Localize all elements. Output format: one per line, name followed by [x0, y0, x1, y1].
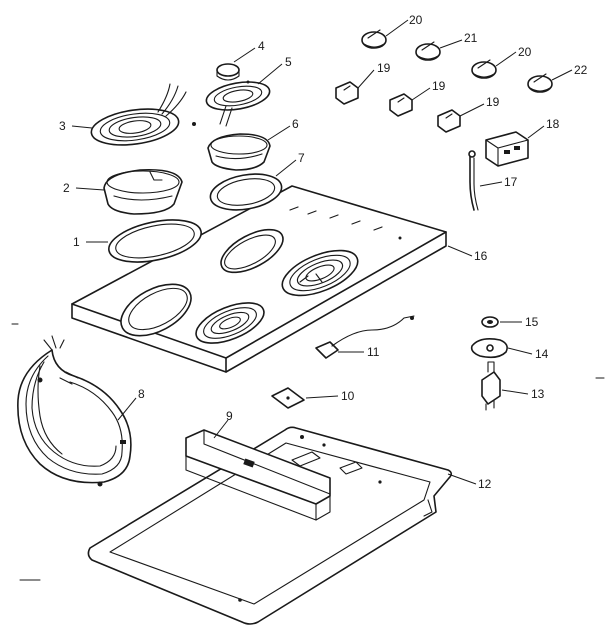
small-element-coil [192, 80, 271, 127]
infinite-switch [481, 361, 501, 411]
callout-22: 22 [574, 63, 588, 77]
callout-20b: 20 [518, 45, 532, 59]
callout-10: 10 [341, 389, 355, 403]
surface-element-coil [90, 83, 187, 146]
bracket-plate [271, 387, 305, 409]
knob-nut [481, 316, 499, 328]
control-knob-third [471, 59, 497, 79]
callout-20a: 20 [409, 13, 423, 27]
terminal-block [216, 63, 240, 81]
callout-19a: 19 [377, 61, 391, 75]
small-drip-pan [207, 133, 271, 171]
control-knob-right [527, 73, 553, 93]
installed-coil-front [195, 302, 265, 344]
callout-16: 16 [474, 249, 488, 263]
callout-14: 14 [535, 347, 549, 361]
callout-3: 3 [59, 119, 66, 133]
callout-18: 18 [546, 117, 560, 131]
callout-numbers: 1 2 3 4 5 6 7 8 9 10 11 12 13 14 15 16 1… [59, 13, 588, 491]
callout-5: 5 [285, 55, 292, 69]
callout-19b: 19 [432, 79, 446, 93]
callout-1: 1 [73, 235, 80, 249]
callout-8: 8 [138, 387, 145, 401]
callout-12: 12 [478, 477, 492, 491]
heat-lead [468, 150, 479, 211]
wire-harness [17, 335, 132, 487]
installed-coil-rear [281, 249, 359, 297]
callout-13: 13 [531, 387, 545, 401]
callout-2: 2 [63, 181, 70, 195]
callout-11: 11 [367, 345, 380, 359]
drip-pan [103, 168, 183, 215]
receptacle-block [485, 131, 529, 167]
callout-7: 7 [298, 151, 305, 165]
callout-6: 6 [292, 117, 299, 131]
mounting-bracket [185, 429, 331, 521]
control-knob-top-left [361, 29, 387, 49]
knob-insert-upper [335, 81, 359, 105]
small-trim-ring [209, 173, 283, 211]
mounting-plate [470, 338, 508, 359]
callout-15: 15 [525, 315, 539, 329]
switch-with-lead [315, 315, 415, 359]
control-knob-second [415, 41, 441, 61]
knob-insert-lower [437, 109, 461, 133]
cooktop-surface [71, 185, 447, 373]
callout-4: 4 [258, 39, 265, 53]
callout-19c: 19 [486, 95, 500, 109]
trim-ring [108, 219, 202, 263]
leader-lines [71, 19, 573, 485]
callout-9: 9 [226, 409, 233, 423]
callout-17: 17 [504, 175, 518, 189]
knob-insert-middle [389, 93, 413, 117]
callout-21: 21 [464, 31, 478, 45]
